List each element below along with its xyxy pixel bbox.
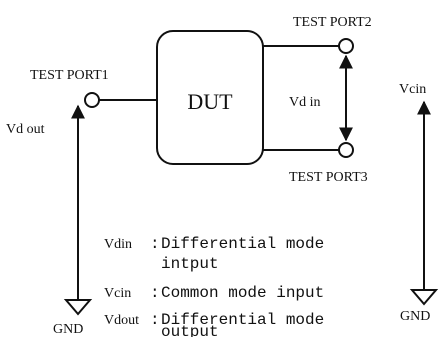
vdin-label: Vd in xyxy=(289,95,321,110)
legend-text-vdin-1: Differential mode xyxy=(161,235,324,253)
port2-terminal xyxy=(338,38,354,54)
port1-label: TEST PORT1 xyxy=(30,68,109,83)
legend-sep-vcin: : xyxy=(150,284,160,302)
vcin-label: Vcin xyxy=(399,82,426,97)
legend-text-vdout-2: output xyxy=(161,323,219,337)
dut-label: DUT xyxy=(187,89,233,114)
legend-text-vdout-1: Differential mode xyxy=(161,311,324,329)
dut-box xyxy=(156,30,264,165)
vdout-label: Vd out xyxy=(6,122,45,137)
port2-label: TEST PORT2 xyxy=(293,15,372,30)
gnd-left-symbol xyxy=(63,299,93,316)
legend-sep-vdout: : xyxy=(150,311,160,329)
legend-symbol-vdin: Vdin xyxy=(104,237,132,252)
gnd-right-symbol xyxy=(409,289,439,306)
legend-symbol-vcin: Vcin xyxy=(104,286,131,301)
gnd-right-label: GND xyxy=(400,309,430,324)
legend: Vdin : Differential mode intput Vcin : C… xyxy=(104,235,324,337)
port1-terminal xyxy=(84,92,100,108)
port3-label: TEST PORT3 xyxy=(289,170,368,185)
gnd-left-label: GND xyxy=(53,322,83,337)
legend-text-vcin-1: Common mode input xyxy=(161,284,324,302)
legend-symbol-vdout: Vdout xyxy=(104,313,139,328)
port3-terminal xyxy=(338,142,354,158)
legend-sep-vdin: : xyxy=(150,235,160,253)
legend-text-vdin-2: intput xyxy=(161,255,219,273)
